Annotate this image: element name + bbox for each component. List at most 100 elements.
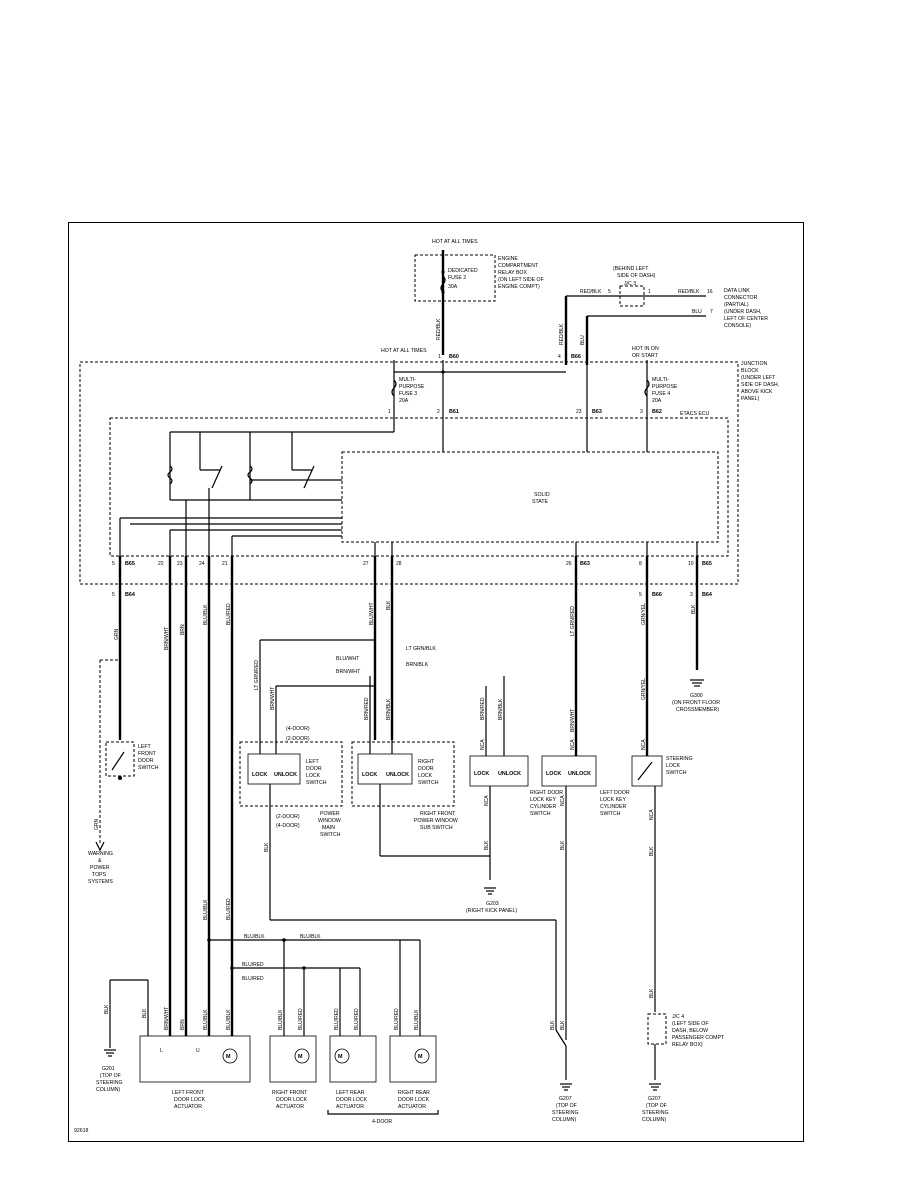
svg-text:SWITCH: SWITCH xyxy=(306,780,327,786)
svg-text:SUB SWITCH: SUB SWITCH xyxy=(420,825,453,831)
right-door-key-cylinder: LOCK UNLOCK BRN/RED BRN/BLK NCA NCA BLK … xyxy=(466,676,563,914)
svg-text:BLK: BLK xyxy=(386,600,392,610)
svg-text:BLOCK: BLOCK xyxy=(741,368,759,374)
svg-text:(RIGHT KICK PANEL): (RIGHT KICK PANEL) xyxy=(466,908,517,914)
left-rear-actuator: M LEFT REAR DOOR LOCK ACTUATOR BLU/RED B… xyxy=(329,1008,377,1110)
svg-text:(TOP OF: (TOP OF xyxy=(100,1073,121,1079)
ground-g300: G300 (ON FRONT FLOOR CROSSMEMBER) xyxy=(672,679,720,713)
svg-text:(TOP OF: (TOP OF xyxy=(646,1103,667,1109)
svg-text:BLK: BLK xyxy=(691,604,697,614)
svg-text:BRN/WHT: BRN/WHT xyxy=(164,1007,170,1030)
svg-text:(4-DOOR): (4-DOOR) xyxy=(276,823,300,829)
svg-text:CYLINDER: CYLINDER xyxy=(600,804,626,810)
svg-text:U: U xyxy=(196,1048,200,1054)
svg-text:RIGHT FRONT: RIGHT FRONT xyxy=(272,1090,308,1096)
svg-text:MULTI-: MULTI- xyxy=(399,377,416,383)
svg-text:B65: B65 xyxy=(125,561,135,567)
svg-text:STATE: STATE xyxy=(532,499,548,505)
svg-text:26: 26 xyxy=(566,561,572,567)
svg-text:BLK: BLK xyxy=(649,988,655,998)
svg-text:UNLOCK: UNLOCK xyxy=(386,772,409,778)
harness-wires: GRN BRN/WHT BRN BLU/BLK BLU/RED BLU/WHT … xyxy=(114,556,699,1036)
svg-text:NCA: NCA xyxy=(641,739,647,750)
svg-text:(4-DOOR): (4-DOOR) xyxy=(286,726,310,732)
svg-text:ACTUATOR: ACTUATOR xyxy=(398,1104,426,1110)
svg-text:SYSTEMS: SYSTEMS xyxy=(88,879,113,885)
engine-relay-box: HOT AT ALL TIMES DEDICATED FUSE 2 30A EN… xyxy=(414,239,544,355)
svg-text:NCA: NCA xyxy=(484,795,490,806)
four-door-bracket: 4-DOOR xyxy=(327,1110,439,1125)
svg-text:LOCK: LOCK xyxy=(252,772,267,778)
svg-text:DASH, BELOW: DASH, BELOW xyxy=(672,1028,708,1034)
svg-text:3: 3 xyxy=(640,409,643,415)
svg-text:5: 5 xyxy=(639,592,642,598)
svg-text:BLU/BLK: BLU/BLK xyxy=(278,1009,284,1030)
svg-text:MAIN: MAIN xyxy=(322,825,335,831)
svg-text:PURPOSE: PURPOSE xyxy=(399,384,425,390)
svg-text:5: 5 xyxy=(112,561,115,567)
svg-text:HOT AT ALL TIMES: HOT AT ALL TIMES xyxy=(381,348,427,354)
actuator-bus: BLU/BLK BLU/BLK BLU/RED BLU/RED BLU/BLK … xyxy=(203,898,421,1036)
svg-text:LEFT REAR: LEFT REAR xyxy=(336,1090,365,1096)
svg-text:ETACS ECU: ETACS ECU xyxy=(680,411,710,417)
svg-text:FUSE 4: FUSE 4 xyxy=(652,391,670,397)
svg-text:5: 5 xyxy=(608,289,611,295)
svg-text:(LEFT SIDE OF: (LEFT SIDE OF xyxy=(672,1021,709,1027)
svg-text:1: 1 xyxy=(388,409,391,415)
svg-text:STEERING: STEERING xyxy=(666,756,693,762)
svg-text:BLU/RED: BLU/RED xyxy=(242,976,264,982)
svg-text:DOOR LOCK: DOOR LOCK xyxy=(174,1097,206,1103)
svg-text:BRN/RED: BRN/RED xyxy=(364,697,370,720)
svg-text:BLU/BLK: BLU/BLK xyxy=(203,899,209,920)
svg-text:SWITCH: SWITCH xyxy=(138,765,159,771)
svg-text:BLU: BLU xyxy=(580,335,586,345)
jc4-connector: BLK J/C 4 (LEFT SIDE OF DASH, BELOW PASS… xyxy=(642,988,725,1123)
svg-text:STEERING: STEERING xyxy=(552,1110,579,1116)
left-front-door-switch: LEFT FRONT DOOR SWITCH GRN WARNING & POW… xyxy=(88,659,159,885)
svg-text:GRN/YEL: GRN/YEL xyxy=(641,678,647,700)
svg-text:LOCK: LOCK xyxy=(666,763,681,769)
svg-text:PASSENGER COMPT: PASSENGER COMPT xyxy=(672,1035,725,1041)
svg-text:OR START: OR START xyxy=(632,353,659,359)
svg-text:G300: G300 xyxy=(690,693,703,699)
svg-text:STEERING: STEERING xyxy=(642,1110,669,1116)
svg-text:GRN/YEL: GRN/YEL xyxy=(641,603,647,625)
svg-text:NCA: NCA xyxy=(570,739,576,750)
svg-text:UNLOCK: UNLOCK xyxy=(498,771,521,777)
svg-text:COLUMN): COLUMN) xyxy=(552,1117,576,1123)
svg-text:(2-DOOR): (2-DOOR) xyxy=(286,736,310,742)
svg-text:22: 22 xyxy=(158,561,164,567)
svg-text:POWER: POWER xyxy=(90,865,110,871)
svg-text:30A: 30A xyxy=(448,284,458,290)
svg-text:COLUMN): COLUMN) xyxy=(642,1117,666,1123)
svg-text:ABOVE KICK: ABOVE KICK xyxy=(741,389,773,395)
svg-text:POWER WINDOW: POWER WINDOW xyxy=(414,818,458,824)
svg-text:1: 1 xyxy=(438,354,441,360)
svg-text:BRN/WHT: BRN/WHT xyxy=(570,709,576,732)
svg-text:CROSSMEMBER): CROSSMEMBER) xyxy=(676,707,719,713)
svg-text:BRN: BRN xyxy=(180,1019,186,1030)
svg-text:BLK: BLK xyxy=(264,842,270,852)
svg-text:BLK: BLK xyxy=(142,1008,148,1018)
svg-text:DOOR LOCK: DOOR LOCK xyxy=(276,1097,308,1103)
svg-text:16: 16 xyxy=(707,289,713,295)
svg-text:BLU/RED: BLU/RED xyxy=(354,1008,360,1030)
svg-text:LEFT DOOR: LEFT DOOR xyxy=(600,790,630,796)
svg-text:STEERING: STEERING xyxy=(96,1080,123,1086)
svg-text:BLU/BLK: BLU/BLK xyxy=(203,604,209,625)
svg-text:DOOR: DOOR xyxy=(138,758,154,764)
svg-text:TOPS: TOPS xyxy=(92,872,107,878)
power-window-sub-switch: LOCK UNLOCK RIGHT DOOR LOCK SWITCH RIGHT… xyxy=(336,646,490,857)
svg-text:G207: G207 xyxy=(648,1096,661,1102)
svg-text:SIDE OF DASH,: SIDE OF DASH, xyxy=(741,382,779,388)
svg-text:21: 21 xyxy=(222,561,228,567)
svg-text:(PARTIAL): (PARTIAL) xyxy=(724,302,749,308)
svg-text:COLUMN): COLUMN) xyxy=(96,1087,120,1093)
svg-text:BLU/WHT: BLU/WHT xyxy=(336,656,360,662)
svg-text:(UNDER DASH,: (UNDER DASH, xyxy=(724,309,761,315)
svg-text:7: 7 xyxy=(710,309,713,315)
svg-text:4: 4 xyxy=(558,354,561,360)
left-door-key-cylinder: LOCK UNLOCK BRN/WHT NCA NCA BLK LEFT DOO… xyxy=(541,709,630,1040)
svg-text:RED/BLK: RED/BLK xyxy=(436,318,442,340)
